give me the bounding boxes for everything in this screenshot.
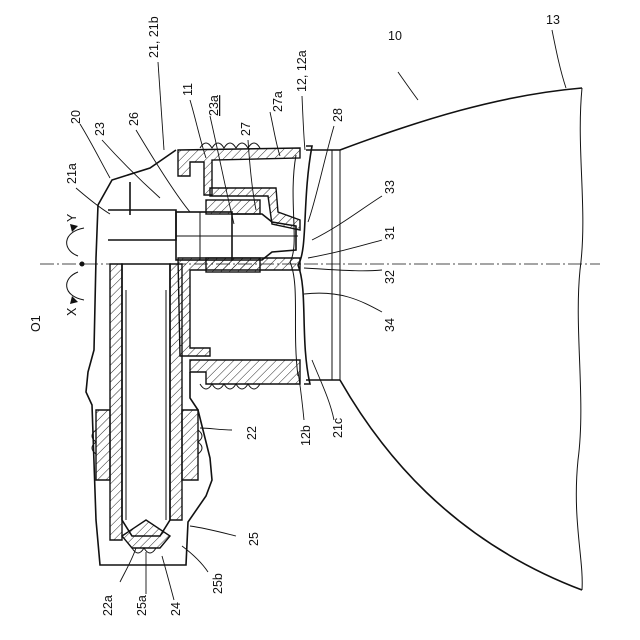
label-20: 20 [69, 110, 83, 124]
tube [96, 264, 198, 548]
label-32: 32 [383, 270, 397, 284]
label-28: 28 [331, 108, 345, 122]
label-10: 10 [388, 29, 402, 43]
bag-container [306, 88, 583, 590]
label-x: X [65, 307, 79, 316]
label-o1: O1 [29, 315, 43, 332]
labels: 10 13 20 21, 21b 21a 11 23a 27 27a 12, 1… [29, 13, 560, 616]
label-11: 11 [181, 83, 195, 96]
label-26: 26 [127, 112, 141, 126]
label-22a: 22a [101, 595, 115, 616]
label-23a: 23a [207, 95, 221, 116]
label-y: Y [65, 213, 79, 222]
leader-lines [76, 30, 566, 600]
label-12-12a: 12, 12a [295, 50, 309, 92]
label-23: 23 [93, 122, 107, 136]
label-27a: 27a [271, 91, 285, 112]
label-27: 27 [239, 122, 253, 136]
label-34: 34 [383, 318, 397, 332]
label-21-21b: 21, 21b [147, 16, 161, 58]
label-25b: 25b [211, 573, 225, 594]
label-25a: 25a [135, 595, 149, 616]
label-21a: 21a [65, 163, 79, 184]
label-13: 13 [546, 13, 560, 27]
label-12b: 12b [299, 425, 313, 446]
label-31: 31 [383, 226, 397, 240]
label-25: 25 [247, 532, 261, 546]
label-24: 24 [169, 602, 183, 616]
label-22: 22 [245, 426, 259, 440]
label-33: 33 [383, 180, 397, 194]
label-21c: 21c [331, 418, 345, 438]
